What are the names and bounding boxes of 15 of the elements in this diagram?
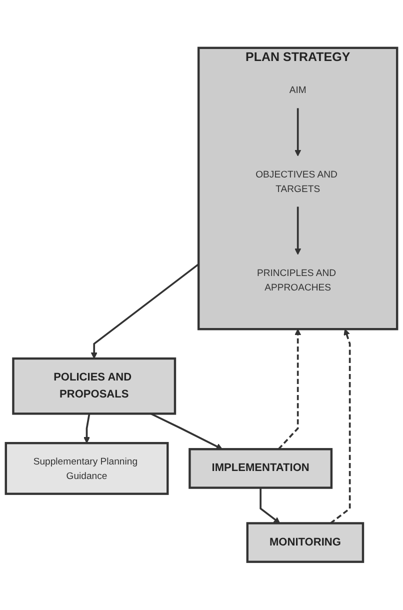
node-box: MONITORING [246, 522, 364, 564]
node-text: OBJECTIVES AND TARGETS [256, 168, 338, 194]
arrow [260, 488, 280, 524]
arrow [90, 264, 200, 359]
arrow [294, 206, 302, 255]
arrow [294, 108, 302, 156]
arrow [84, 414, 90, 444]
node-box: POLICIES AND PROPOSALS [12, 358, 176, 415]
node-text: PRINCIPLES AND APPROACHES [256, 267, 336, 292]
node-box: Supplementary Planning Guidance [4, 442, 169, 496]
arrow [330, 328, 351, 524]
node-box: IMPLEMENTATION [188, 448, 333, 489]
node-text: AIM [289, 84, 306, 96]
arrow [150, 413, 223, 450]
arrow [278, 328, 302, 450]
